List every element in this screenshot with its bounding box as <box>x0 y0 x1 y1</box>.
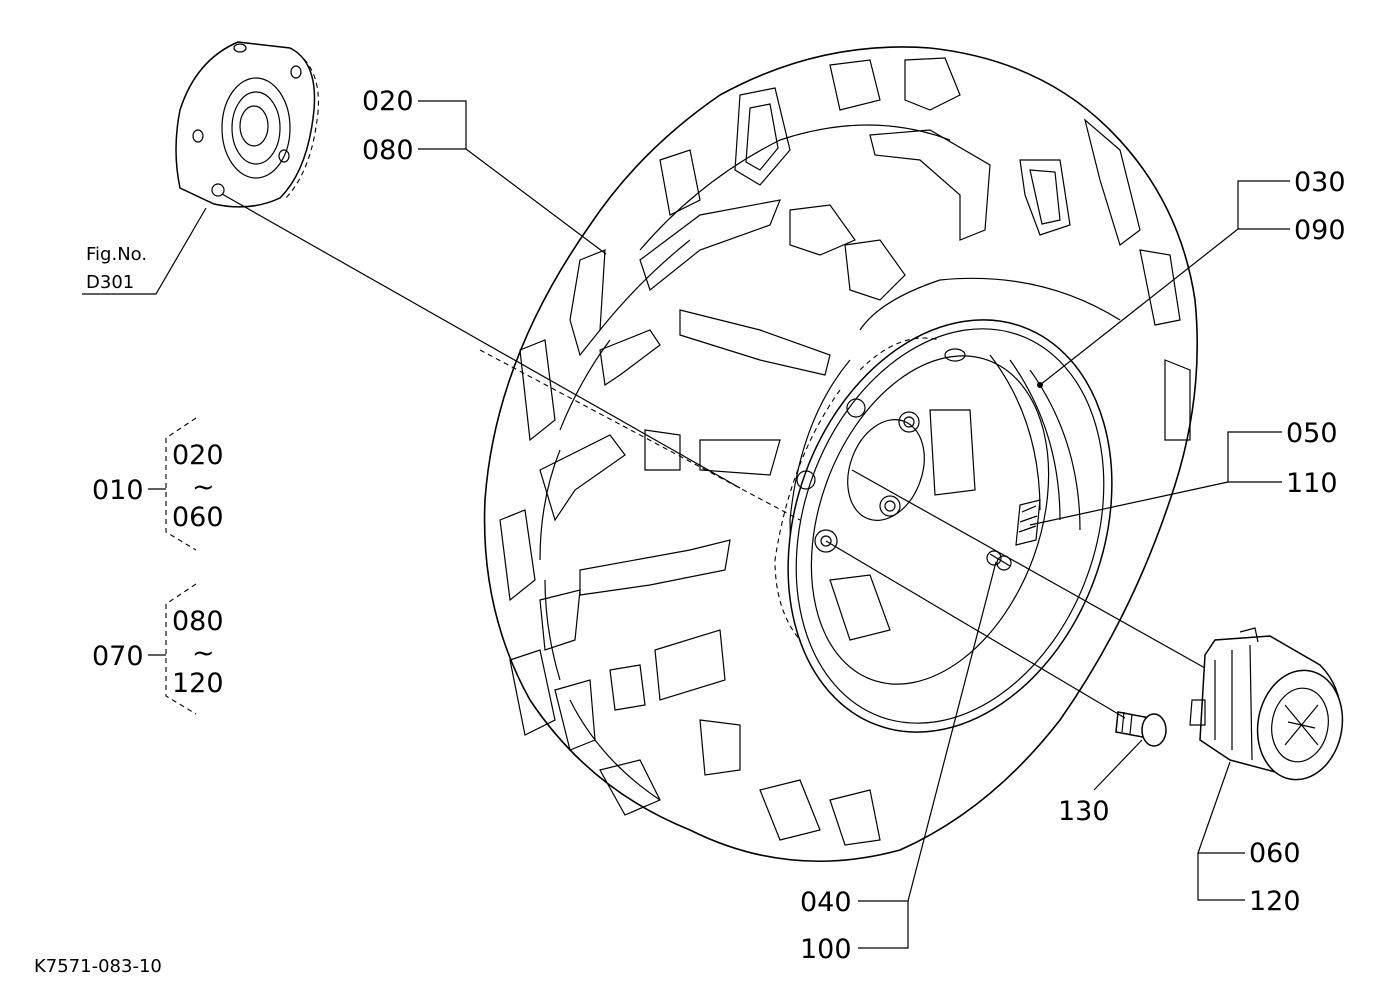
hub-flange[interactable] <box>175 41 319 208</box>
callout-040[interactable]: 040 <box>800 887 852 918</box>
group-bracket-010 <box>148 417 197 551</box>
callout-090[interactable]: 090 <box>1294 215 1346 246</box>
tire[interactable] <box>483 46 1198 862</box>
hub-center-line-dashed <box>479 349 801 521</box>
callout-110[interactable]: 110 <box>1286 468 1338 499</box>
callout-100[interactable]: 100 <box>800 934 852 965</box>
callout-030[interactable]: 030 <box>1294 167 1346 198</box>
callout-080[interactable]: 080 <box>362 135 414 166</box>
hub-center-line <box>221 193 741 489</box>
bolt-center-line <box>825 540 1126 719</box>
rim-label-plate[interactable] <box>1015 499 1041 546</box>
fig-ref-line2[interactable]: D301 <box>86 272 134 293</box>
wheel-rim[interactable] <box>733 274 1167 778</box>
group-070-to[interactable]: 120 <box>172 668 224 699</box>
group-010-to[interactable]: 060 <box>172 502 224 533</box>
callout-050[interactable]: 050 <box>1286 418 1338 449</box>
callout-130[interactable]: 130 <box>1058 796 1110 827</box>
callout-020[interactable]: 020 <box>362 86 414 117</box>
wheel-bolt[interactable] <box>1115 711 1167 747</box>
fig-ref-line1: Fig.No. <box>86 244 147 265</box>
callout-120[interactable]: 120 <box>1249 886 1301 917</box>
group-bracket-070 <box>148 583 197 715</box>
leader-lines <box>82 100 1290 949</box>
cap-center-line <box>851 469 1206 669</box>
group-010-range: ~ <box>192 472 215 503</box>
group-010-from[interactable]: 020 <box>172 440 224 471</box>
hub-cap[interactable] <box>1189 627 1351 786</box>
group-070-range: ~ <box>192 638 215 669</box>
callout-060[interactable]: 060 <box>1249 838 1301 869</box>
group-070-parent[interactable]: 070 <box>92 641 144 672</box>
group-010-parent[interactable]: 010 <box>92 475 144 506</box>
group-070-from[interactable]: 080 <box>172 606 224 637</box>
air-valve[interactable] <box>986 550 1012 571</box>
drawing-number: K7571-083-10 <box>34 956 162 977</box>
